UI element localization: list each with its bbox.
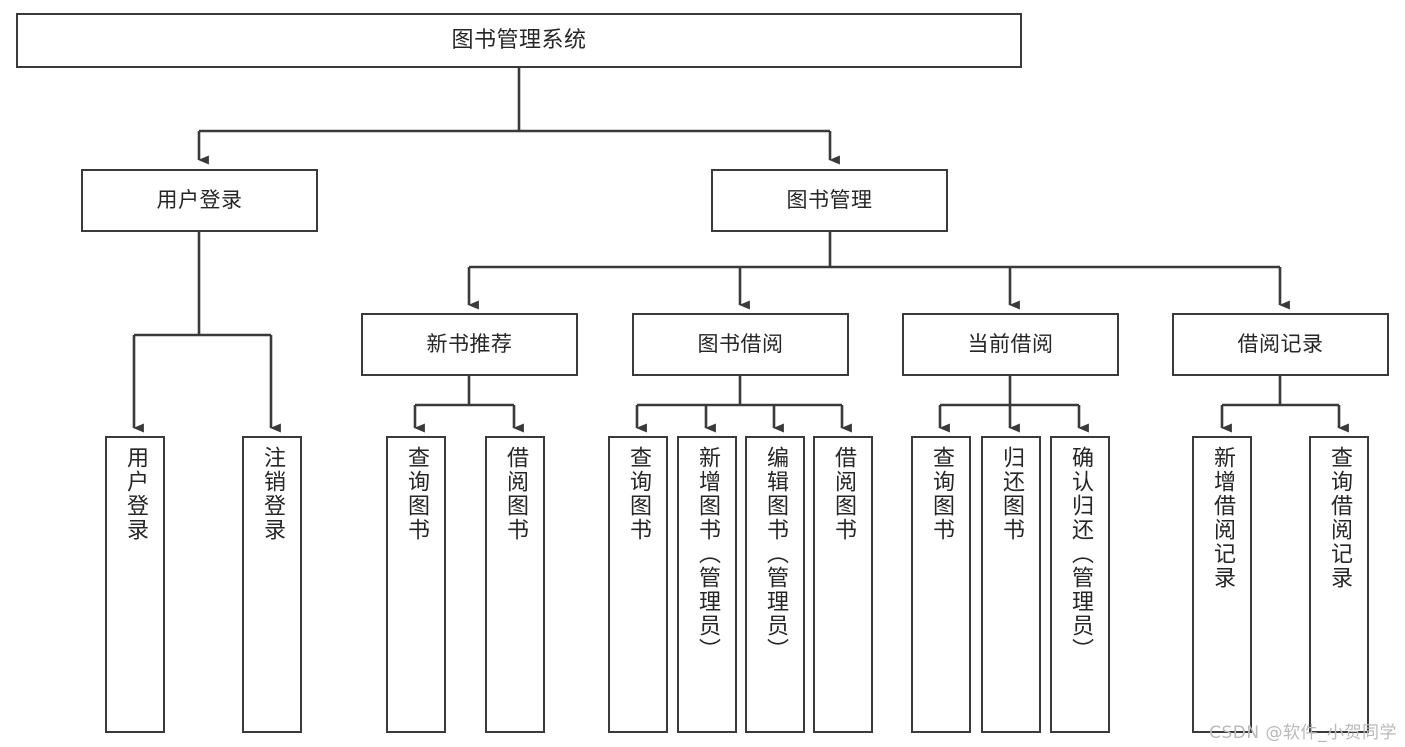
node-leaf-user-login[interactable]: 用户登录 <box>105 436 165 733</box>
node-new-book-recommend[interactable]: 新书推荐 <box>361 313 578 376</box>
node-book-management-label: 图书管理 <box>786 188 873 213</box>
node-borrow-record-label: 借阅记录 <box>1237 332 1324 357</box>
node-user-login-label: 用户登录 <box>156 188 243 213</box>
node-leaf-query-book-2-label: 查询图书 <box>626 446 651 542</box>
node-leaf-add-book-label: 新增图书（管理员） <box>695 446 720 662</box>
node-current-borrow[interactable]: 当前借阅 <box>902 313 1119 376</box>
node-leaf-confirm-return[interactable]: 确认归还（管理员） <box>1050 436 1110 733</box>
node-leaf-return-book-label: 归还图书 <box>999 446 1024 542</box>
node-leaf-add-record[interactable]: 新增借阅记录 <box>1192 436 1252 733</box>
node-book-borrow[interactable]: 图书借阅 <box>632 313 849 376</box>
node-current-borrow-label: 当前借阅 <box>967 332 1054 357</box>
node-leaf-confirm-return-label: 确认归还（管理员） <box>1068 446 1093 662</box>
node-user-login[interactable]: 用户登录 <box>81 169 318 232</box>
node-leaf-borrow-book-2-label: 借阅图书 <box>831 446 856 542</box>
node-leaf-add-record-label: 新增借阅记录 <box>1210 446 1235 590</box>
node-leaf-logout-login-label: 注销登录 <box>260 446 285 542</box>
node-root-system-label: 图书管理系统 <box>451 27 587 53</box>
csdn-watermark: CSDN @软件_小贺同学 <box>1209 723 1397 743</box>
node-leaf-query-book-2[interactable]: 查询图书 <box>608 436 668 733</box>
node-leaf-edit-book[interactable]: 编辑图书（管理员） <box>745 436 805 733</box>
node-leaf-query-book-3[interactable]: 查询图书 <box>911 436 971 733</box>
node-leaf-edit-book-label: 编辑图书（管理员） <box>763 446 788 662</box>
node-leaf-query-record[interactable]: 查询借阅记录 <box>1309 436 1369 733</box>
node-leaf-query-record-label: 查询借阅记录 <box>1327 446 1352 590</box>
node-book-borrow-label: 图书借阅 <box>697 332 784 357</box>
node-leaf-query-book-1-label: 查询图书 <box>404 446 429 542</box>
node-borrow-record[interactable]: 借阅记录 <box>1172 313 1389 376</box>
node-leaf-query-book-3-label: 查询图书 <box>929 446 954 542</box>
node-leaf-borrow-book-2[interactable]: 借阅图书 <box>813 436 873 733</box>
node-leaf-return-book[interactable]: 归还图书 <box>981 436 1041 733</box>
node-leaf-user-login-label: 用户登录 <box>123 446 148 542</box>
node-leaf-borrow-book-1-label: 借阅图书 <box>503 446 528 542</box>
node-book-management[interactable]: 图书管理 <box>711 169 948 232</box>
node-leaf-add-book[interactable]: 新增图书（管理员） <box>677 436 737 733</box>
node-leaf-logout-login[interactable]: 注销登录 <box>242 436 302 733</box>
node-root-system[interactable]: 图书管理系统 <box>16 13 1022 68</box>
node-new-book-recommend-label: 新书推荐 <box>426 332 513 357</box>
node-leaf-query-book-1[interactable]: 查询图书 <box>386 436 446 733</box>
node-leaf-borrow-book-1[interactable]: 借阅图书 <box>485 436 545 733</box>
